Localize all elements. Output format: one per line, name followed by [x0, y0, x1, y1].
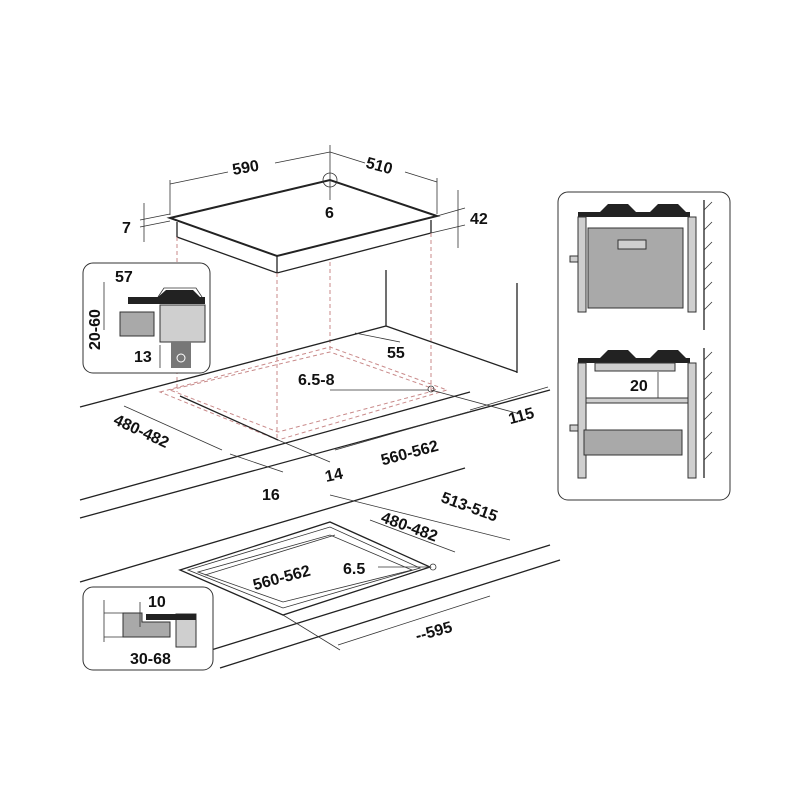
dim-115-label: 115 [507, 405, 536, 428]
dim-oven-gap-label: 20 [630, 378, 648, 395]
dim-20-60-label: 20-60 [87, 309, 104, 350]
dim-depth-label: 510 [364, 155, 394, 178]
dim-cutout-depth-label: 480-482 [111, 412, 171, 452]
dim-hole-label: 6.5-8 [298, 372, 335, 389]
dim-flush-width-label: 560-562 [251, 563, 312, 595]
dim-10-label: 10 [148, 594, 166, 611]
worktop-flush [79, 467, 561, 669]
dim-flush-595-label: --595 [414, 619, 455, 645]
inset-burner-section [82, 262, 211, 374]
inset-flush-section [82, 586, 214, 671]
dim-30-68-label: 30-68 [130, 651, 171, 668]
oven-installation-panel [557, 191, 731, 501]
gas-drop-icon [176, 353, 186, 363]
dim-flush-outer-label: 513-515 [439, 489, 500, 525]
dim-flush-hole-label: 6.5 [343, 561, 365, 578]
dim-top-label: 7 [122, 220, 131, 237]
dim-width-label: 590 [231, 158, 260, 179]
hob-dimensions [139, 145, 466, 248]
dim-16-label: 16 [262, 487, 280, 504]
dim-57-label: 57 [115, 269, 133, 286]
dim-corner-label: 6 [325, 205, 334, 222]
dim-55-label: 55 [387, 345, 405, 362]
dim-height-label: 42 [470, 211, 488, 228]
worktop-built-in [79, 270, 551, 519]
dim-13-label: 13 [134, 349, 152, 366]
dim-cutout-width-label: 560-562 [379, 438, 440, 470]
hob-body [166, 172, 441, 274]
dim-14-label: 14 [324, 466, 345, 486]
